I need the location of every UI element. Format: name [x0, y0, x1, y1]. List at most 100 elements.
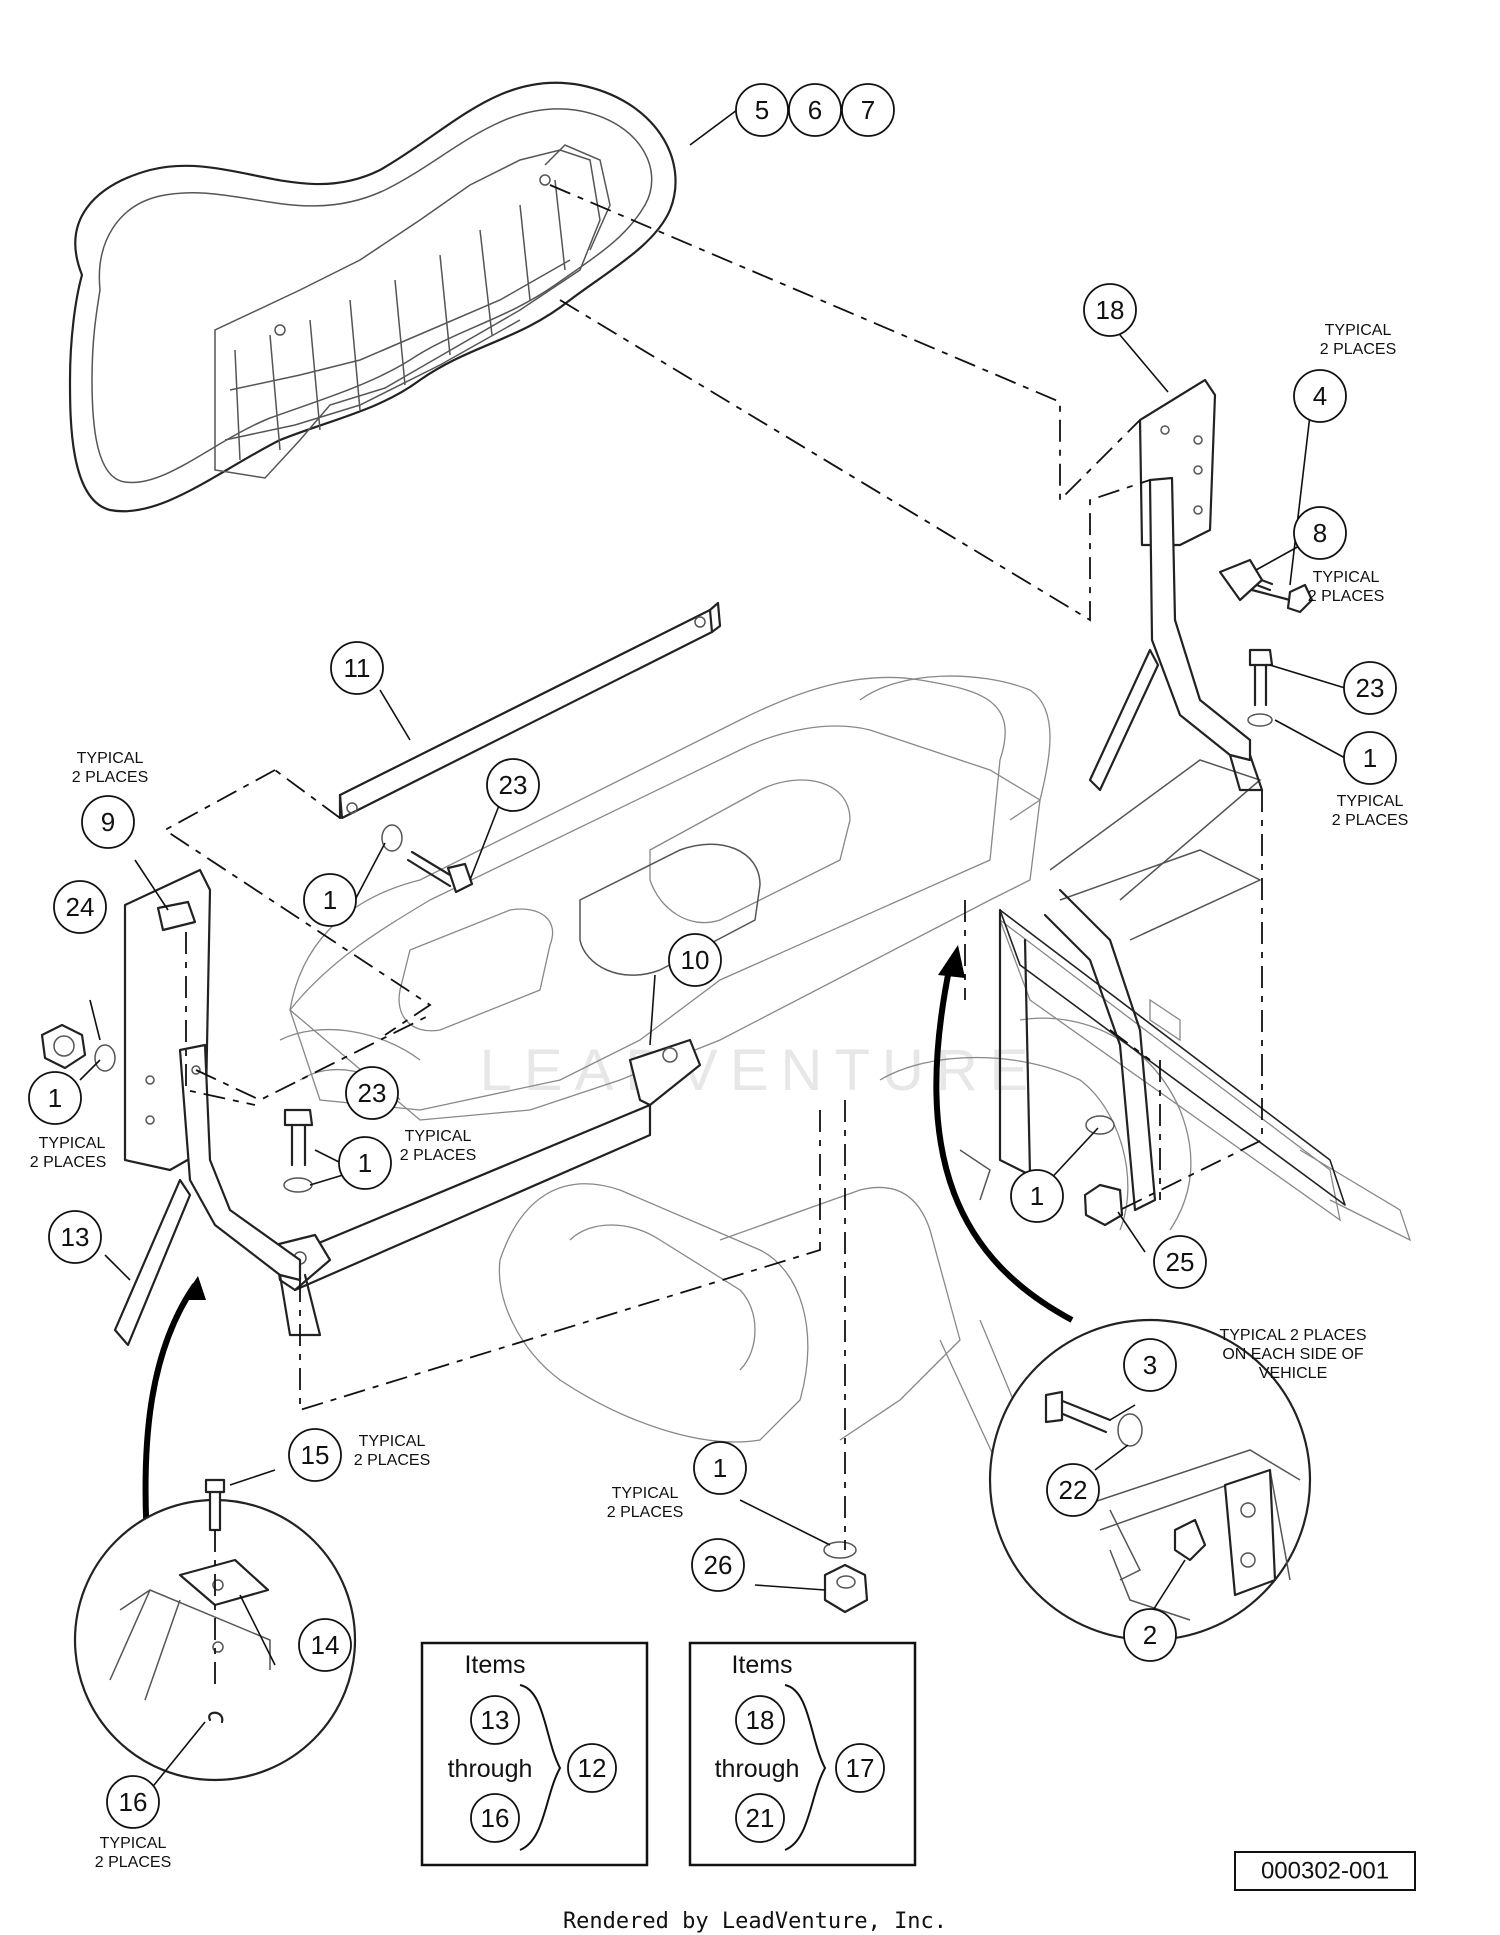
svg-text:Items: Items	[731, 1651, 792, 1679]
svg-text:1: 1	[713, 1453, 727, 1483]
callout-4: 4	[1293, 369, 1347, 423]
callout-13: 13	[48, 1210, 102, 1264]
svg-text:VEHICLE: VEHICLE	[1259, 1365, 1327, 1382]
svg-text:16: 16	[481, 1803, 510, 1833]
svg-text:23: 23	[1356, 673, 1385, 703]
items-box-12: Items 13 through 16 12	[420, 1641, 649, 1867]
svg-text:9: 9	[101, 807, 115, 837]
seat-back-cushion	[68, 81, 677, 513]
callout-8: 8	[1293, 506, 1347, 560]
callout-7: 7	[841, 83, 895, 137]
callout-1-lower: 1	[338, 1136, 392, 1190]
svg-text:TYPICAL: TYPICAL	[1325, 322, 1392, 339]
callout-1-right: 1	[1343, 731, 1397, 785]
svg-text:TYPICAL 2 PLACES: TYPICAL 2 PLACES	[1219, 1327, 1366, 1344]
svg-text:2 PLACES: 2 PLACES	[1320, 341, 1396, 358]
note-typical-1-bottom: TYPICAL 2 PLACES	[607, 1485, 683, 1521]
callout-3: 3	[1123, 1338, 1177, 1392]
svg-text:TYPICAL: TYPICAL	[100, 1835, 167, 1852]
svg-text:TYPICAL: TYPICAL	[405, 1128, 472, 1145]
callout-11: 11	[330, 641, 384, 695]
items-box-17: Items 18 through 21 17	[688, 1641, 917, 1867]
callout-6: 6	[788, 83, 842, 137]
svg-text:22: 22	[1059, 1475, 1088, 1505]
svg-text:2 PLACES: 2 PLACES	[1332, 812, 1408, 829]
svg-text:2 PLACES: 2 PLACES	[30, 1154, 106, 1171]
svg-text:TYPICAL: TYPICAL	[1337, 793, 1404, 810]
svg-text:24: 24	[66, 892, 95, 922]
svg-text:1: 1	[1030, 1181, 1044, 1211]
callout-9: 9	[81, 795, 135, 849]
svg-text:11: 11	[344, 653, 371, 683]
note-typical-8: TYPICAL 2 PLACES	[1308, 569, 1384, 605]
callout-1-left: 1	[28, 1071, 82, 1125]
svg-text:Items: Items	[464, 1651, 525, 1679]
svg-text:through: through	[448, 1755, 533, 1783]
callout-23-middle: 23	[486, 758, 540, 812]
nut-26	[823, 1541, 869, 1614]
svg-text:TYPICAL: TYPICAL	[39, 1135, 106, 1152]
note-each-side: TYPICAL 2 PLACES ON EACH SIDE OF VEHICLE	[1219, 1327, 1366, 1382]
bolt-23-lower	[283, 1108, 314, 1193]
callout-10: 10	[668, 933, 722, 987]
frame-channel	[999, 759, 1346, 1206]
svg-text:1: 1	[1363, 743, 1377, 773]
svg-text:2: 2	[1143, 1620, 1157, 1650]
callout-22: 22	[1046, 1463, 1100, 1517]
callout-23-lower: 23	[345, 1066, 399, 1120]
svg-text:14: 14	[311, 1630, 340, 1660]
frame-bracket-right	[959, 888, 1157, 1212]
watermark-text: LEADVENTURE	[480, 1038, 1041, 1103]
svg-text:1: 1	[48, 1083, 62, 1113]
svg-text:16: 16	[119, 1787, 148, 1817]
svg-text:2 PLACES: 2 PLACES	[95, 1854, 171, 1871]
bolt-8	[1218, 558, 1274, 602]
svg-text:TYPICAL: TYPICAL	[1313, 569, 1380, 586]
svg-text:2 PLACES: 2 PLACES	[400, 1147, 476, 1164]
callout-23-right: 23	[1343, 661, 1397, 715]
svg-text:1: 1	[323, 885, 337, 915]
svg-text:000302-001: 000302-001	[1261, 1858, 1389, 1885]
svg-text:ON EACH SIDE OF: ON EACH SIDE OF	[1222, 1346, 1364, 1363]
svg-text:2 PLACES: 2 PLACES	[607, 1504, 683, 1521]
left-bracket-13	[113, 868, 322, 1347]
bolt-4	[1250, 583, 1314, 614]
note-typical-1-lower: TYPICAL 2 PLACES	[400, 1128, 476, 1164]
note-typical-15: TYPICAL 2 PLACES	[354, 1433, 430, 1469]
svg-text:25: 25	[1166, 1247, 1195, 1277]
drawing-number-box: 000302-001	[1234, 1851, 1416, 1891]
vehicle-body	[279, 675, 1412, 1471]
leader-lines	[79, 109, 1346, 1791]
svg-text:8: 8	[1313, 518, 1327, 548]
callout-2: 2	[1123, 1608, 1177, 1662]
arrow-head-left	[182, 1276, 206, 1300]
note-typical-16: TYPICAL 2 PLACES	[95, 1835, 171, 1871]
svg-text:through: through	[715, 1755, 800, 1783]
svg-text:13: 13	[61, 1222, 90, 1252]
svg-text:2 PLACES: 2 PLACES	[354, 1452, 430, 1469]
svg-text:TYPICAL: TYPICAL	[612, 1485, 679, 1502]
callout-15: 15	[288, 1428, 342, 1482]
svg-text:18: 18	[1096, 295, 1125, 325]
svg-text:10: 10	[681, 945, 710, 975]
svg-text:18: 18	[746, 1705, 775, 1735]
assembly-lines	[163, 184, 1263, 1550]
callout-25: 25	[1153, 1235, 1207, 1289]
support-bar-11	[338, 601, 722, 820]
svg-text:2 PLACES: 2 PLACES	[1308, 588, 1384, 605]
callout-14: 14	[298, 1618, 352, 1672]
svg-text:15: 15	[301, 1440, 330, 1470]
callout-24: 24	[53, 880, 107, 934]
note-typical-1-right: TYPICAL 2 PLACES	[1332, 793, 1408, 829]
svg-text:23: 23	[358, 1078, 387, 1108]
arrow-head-right	[938, 945, 965, 978]
svg-text:17: 17	[846, 1753, 875, 1783]
callout-16: 16	[106, 1775, 160, 1829]
callout-26: 26	[691, 1538, 745, 1592]
nut-24	[40, 1023, 116, 1072]
svg-text:21: 21	[746, 1803, 775, 1833]
bolt-23-right	[1247, 648, 1274, 727]
nut-25	[1083, 1115, 1124, 1227]
svg-text:26: 26	[704, 1550, 733, 1580]
